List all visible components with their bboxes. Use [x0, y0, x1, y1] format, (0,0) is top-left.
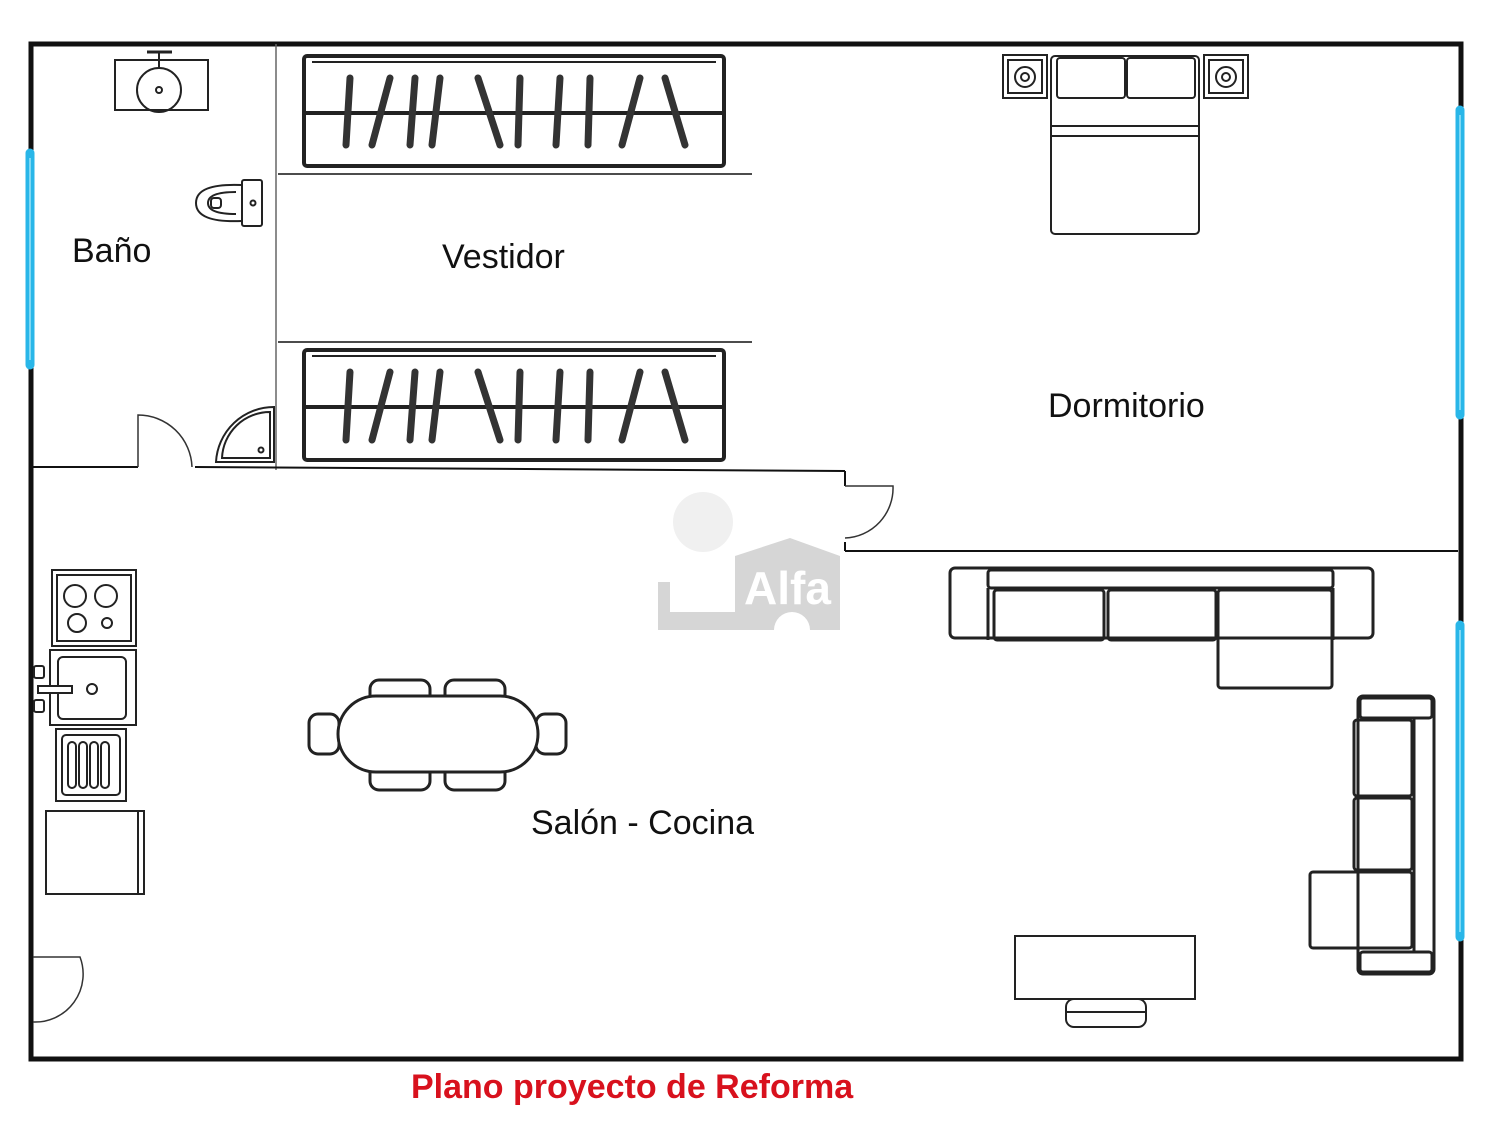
door-entrada [32, 956, 84, 1023]
room-label-bano: Baño [72, 232, 151, 270]
door-dormitorio [844, 485, 894, 539]
tv-cabinet [1014, 935, 1196, 1028]
bed [1050, 55, 1200, 235]
nightstand-left [1002, 54, 1048, 99]
plan-caption: Plano proyecto de Reforma [411, 1068, 854, 1106]
wardrobe-top [302, 54, 726, 168]
room-label-salon-cocina: Salón - Cocina [531, 804, 754, 842]
kitchen-counter [33, 569, 145, 895]
sink-bano [114, 50, 209, 113]
dining-table [307, 678, 568, 792]
toilet [194, 179, 263, 227]
nightstand-right [1203, 54, 1249, 99]
side-sofa [1308, 694, 1436, 976]
doors [32, 414, 894, 1023]
interior-walls [33, 44, 1458, 552]
outer-wall [28, 41, 1464, 1062]
room-label-vestidor: Vestidor [442, 238, 565, 276]
door-bano [137, 414, 193, 468]
wardrobe-bottom [302, 348, 726, 462]
corner-sofa [948, 566, 1375, 690]
watermark-text: Alfa [744, 562, 831, 614]
shower-tray [214, 405, 275, 463]
room-label-dormitorio: Dormitorio [1048, 387, 1205, 425]
alfa-watermark-logo: Alfa [658, 492, 840, 630]
